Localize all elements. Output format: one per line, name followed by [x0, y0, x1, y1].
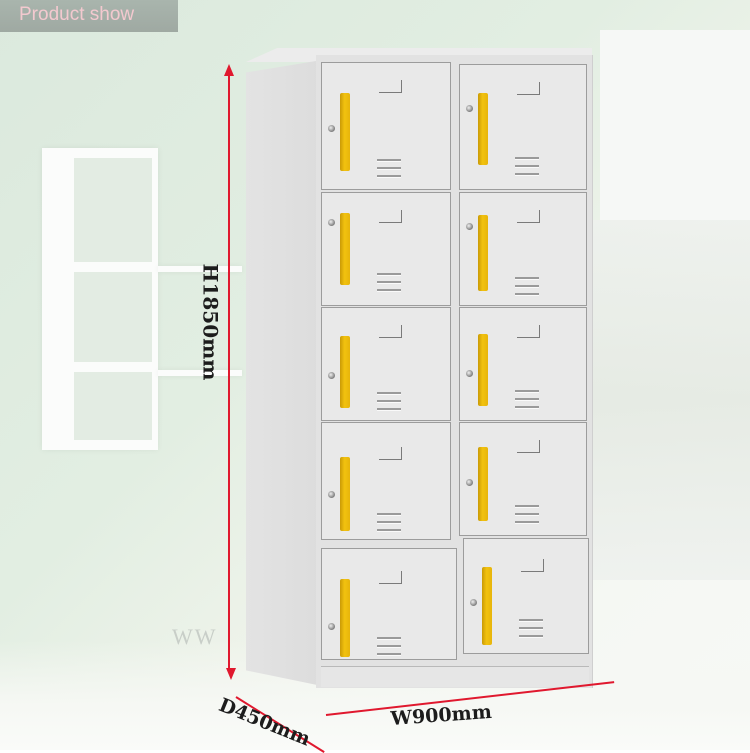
door-handle: [340, 336, 350, 408]
background-garden: [590, 220, 750, 580]
vent-slot: [377, 175, 401, 177]
door-handle: [340, 213, 350, 285]
vent-slot: [515, 285, 539, 287]
keyhole-lock-icon: [328, 219, 335, 226]
vent-slot: [377, 281, 401, 283]
background-shelf-board: [158, 370, 242, 376]
door-handle: [478, 93, 488, 165]
vent-slot: [377, 645, 401, 647]
locker-door-r4-c2[interactable]: [459, 422, 587, 536]
keyhole-lock-icon: [470, 599, 477, 606]
watermark-text: WW: [172, 624, 218, 649]
card-holder-icon: [379, 80, 402, 93]
locker-door-r1-c1[interactable]: [321, 62, 451, 190]
door-handle: [478, 334, 488, 406]
locker-door-r5-c1[interactable]: [321, 548, 457, 660]
locker-door-r2-c2[interactable]: [459, 192, 587, 306]
height-label: H1850mm: [198, 263, 223, 381]
vent-slot: [515, 293, 539, 295]
door-handle: [340, 93, 350, 171]
vent-slot: [515, 277, 539, 279]
keyhole-lock-icon: [466, 223, 473, 230]
vent-slot: [519, 627, 543, 629]
card-holder-icon: [517, 210, 540, 223]
locker-door-r3-c1[interactable]: [321, 307, 451, 421]
vent-slot: [377, 400, 401, 402]
background-window: [600, 30, 750, 220]
vent-slot: [515, 173, 539, 175]
door-handle: [340, 457, 350, 531]
arrow-up-icon: [224, 64, 234, 76]
keyhole-lock-icon: [466, 479, 473, 486]
locker-door-r1-c2[interactable]: [459, 64, 587, 190]
height-dimension-line: [228, 74, 230, 670]
keyhole-lock-icon: [328, 623, 335, 630]
vent-slot: [515, 165, 539, 167]
locker-door-r3-c2[interactable]: [459, 307, 587, 421]
vent-slot: [515, 505, 539, 507]
door-handle: [340, 579, 350, 657]
card-holder-icon: [379, 447, 402, 460]
vent-slot: [377, 159, 401, 161]
door-handle: [478, 215, 488, 291]
vent-slot: [377, 637, 401, 639]
background-shelf-board: [158, 266, 242, 272]
cabinet-plinth: [321, 666, 589, 687]
locker-door-r2-c1[interactable]: [321, 192, 451, 306]
vent-slot: [377, 289, 401, 291]
keyhole-lock-icon: [466, 105, 473, 112]
vent-slot: [515, 406, 539, 408]
card-holder-icon: [379, 325, 402, 338]
card-holder-icon: [517, 82, 540, 95]
vent-slot: [377, 392, 401, 394]
keyhole-lock-icon: [328, 125, 335, 132]
keyhole-lock-icon: [328, 372, 335, 379]
page-title: Product show: [19, 4, 135, 25]
vent-slot: [377, 529, 401, 531]
locker-door-r4-c1[interactable]: [321, 422, 451, 540]
vent-slot: [515, 390, 539, 392]
card-holder-icon: [517, 440, 540, 453]
vent-slot: [377, 653, 401, 655]
locker-door-r5-c2[interactable]: [463, 538, 589, 654]
arrow-down-icon: [226, 668, 236, 680]
header-banner: Product show: [0, 0, 178, 32]
vent-slot: [515, 513, 539, 515]
keyhole-lock-icon: [466, 370, 473, 377]
card-holder-icon: [379, 210, 402, 223]
shelf-cell: [74, 272, 152, 362]
vent-slot: [519, 635, 543, 637]
door-handle: [478, 447, 488, 521]
cabinet-side-panel: [246, 60, 322, 686]
keyhole-lock-icon: [328, 491, 335, 498]
shelf-cell: [74, 158, 152, 262]
vent-slot: [377, 521, 401, 523]
shelf-cell: [74, 372, 152, 440]
vent-slot: [515, 398, 539, 400]
card-holder-icon: [521, 559, 544, 572]
vent-slot: [377, 408, 401, 410]
vent-slot: [519, 619, 543, 621]
vent-slot: [377, 513, 401, 515]
vent-slot: [515, 157, 539, 159]
vent-slot: [377, 273, 401, 275]
door-handle: [482, 567, 492, 645]
card-holder-icon: [379, 571, 402, 584]
card-holder-icon: [517, 325, 540, 338]
vent-slot: [377, 167, 401, 169]
vent-slot: [515, 521, 539, 523]
